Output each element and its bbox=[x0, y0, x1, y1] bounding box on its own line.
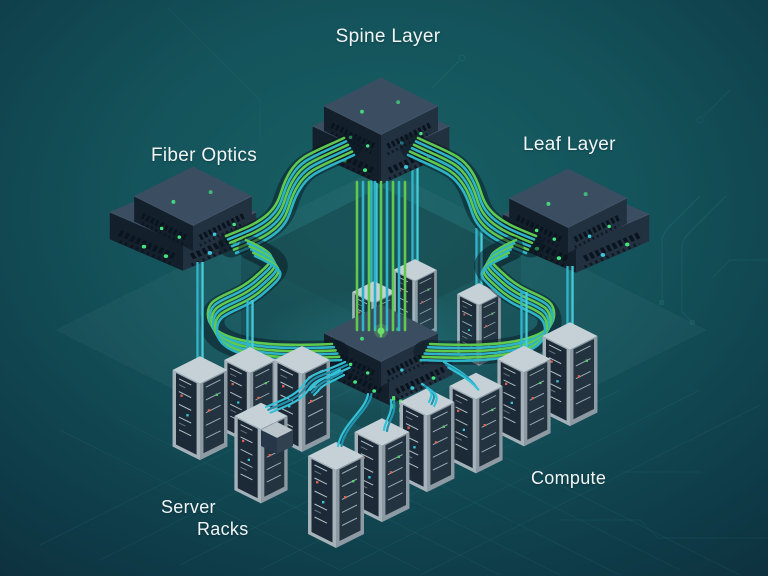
rack-uplink-cable bbox=[520, 292, 528, 355]
rack-uplink-cable bbox=[246, 300, 254, 356]
server-rack bbox=[496, 345, 552, 447]
leaf-layer-label: Leaf Layer bbox=[523, 134, 616, 155]
server-rack bbox=[233, 402, 289, 504]
cable-bundle-spine-leaf bbox=[400, 133, 544, 258]
server-rack-group bbox=[172, 262, 598, 549]
spine-layer-label: Spine Layer bbox=[335, 26, 441, 47]
rack-uplink-cable bbox=[566, 266, 574, 332]
server-racks-label-line1: Server bbox=[161, 497, 216, 517]
cable-bundle-fiber-core bbox=[200, 236, 349, 365]
server-rack bbox=[307, 441, 365, 549]
compute-label: Compute bbox=[531, 468, 607, 488]
circuit-traces-decoration bbox=[167, 7, 768, 539]
server-rack bbox=[542, 321, 598, 427]
server-racks-label-line2: Racks bbox=[197, 519, 249, 539]
cable-bundle-spine-fiber bbox=[218, 133, 362, 258]
cable-bundle-spine-core bbox=[355, 180, 407, 338]
rack-uplink-cable bbox=[196, 262, 204, 368]
small-unit bbox=[261, 422, 293, 454]
cable-bundle-leaf-core bbox=[413, 236, 562, 365]
fiber-optics-label: Fiber Optics bbox=[151, 145, 258, 166]
core-patch-cables bbox=[264, 360, 480, 448]
server-rack bbox=[172, 355, 228, 461]
